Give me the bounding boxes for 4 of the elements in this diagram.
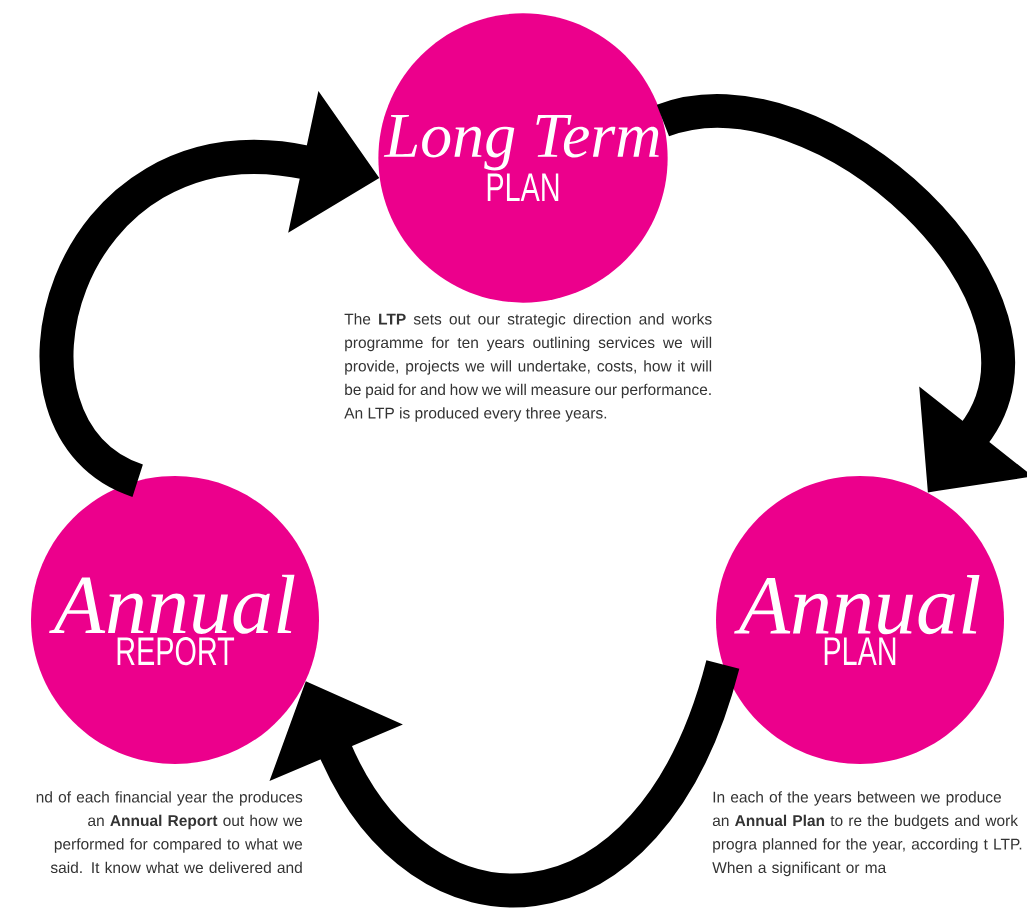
arrow [269, 659, 740, 907]
description-text: nd of each financial year the produces an Annual Report out how we performed for compared to what we said. It know what we delivered and [36, 791, 303, 874]
description-text: In each of the years between we produce an Annual Plan to re the budgets and work progra planned for the year, according t LTP. When a significant or ma [712, 791, 1022, 877]
description-text: The LTP sets out our strategic direction and works programme for ten years outlining services we will provide, projects we will undertake, costs, how it will be paid for and how we will measure our performance. An LTP is produced every three years. [344, 313, 712, 422]
